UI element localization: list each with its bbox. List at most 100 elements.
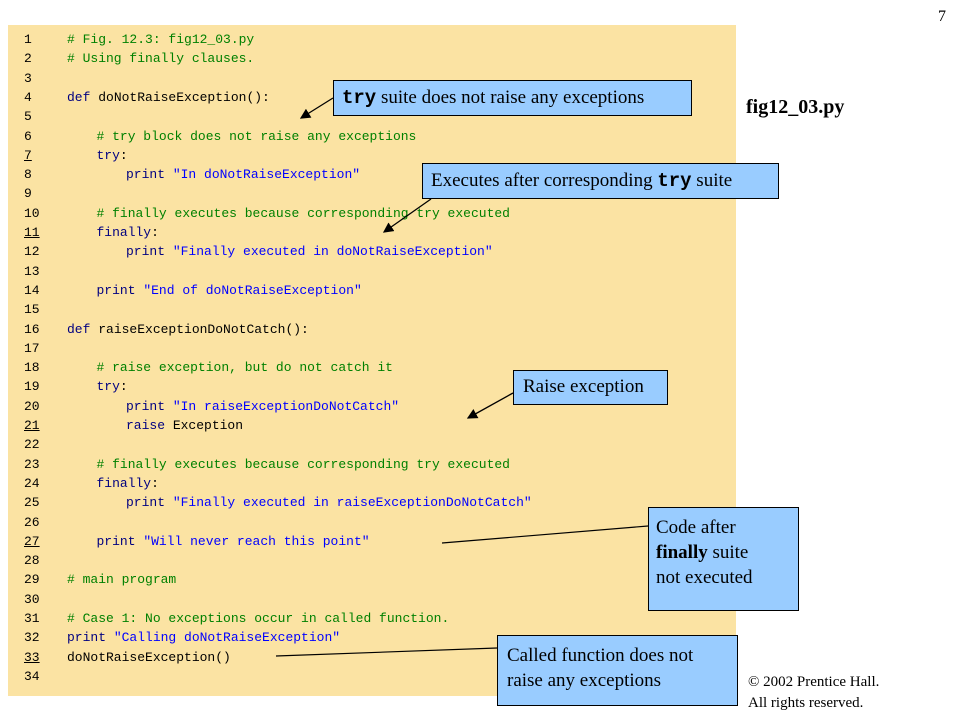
callout-called-function: Called function does not raise any excep… — [497, 635, 738, 706]
code-token: "In raiseExceptionDoNotCatch" — [172, 398, 400, 414]
line-number: 6 — [24, 128, 32, 144]
line-number: 29 — [24, 572, 40, 588]
arrow-called-function — [275, 647, 498, 657]
callout-code-after-line1: Code after — [656, 517, 736, 538]
callout-called-function-line2: raise any exceptions — [507, 670, 662, 691]
callout-try-suite-text: suite does not raise any exceptions — [376, 87, 645, 108]
code-token: def — [67, 321, 99, 337]
code-token: print — [96, 533, 144, 549]
callout-try-keyword: try — [342, 87, 377, 109]
line-number: 14 — [24, 282, 40, 298]
code-line: print "Will never reach this point" — [97, 534, 370, 550]
copyright-notice: © 2002 Prentice Hall. All rights reserve… — [748, 672, 879, 714]
code-line: try: — [97, 148, 128, 164]
code-token: : — [151, 225, 159, 240]
code-token: "Finally executed in raiseExceptionDoNot… — [172, 495, 532, 511]
code-token: # raise exception, but do not catch it — [96, 360, 393, 376]
line-number: 1 — [24, 32, 32, 47]
code-line: # try block does not raise any exception… — [97, 129, 417, 145]
code-token: # finally executes because corresponding… — [96, 456, 510, 472]
code-token: try — [96, 147, 120, 163]
code-token: : — [151, 475, 159, 491]
code-line: print "In raiseExceptionDoNotCatch" — [126, 399, 399, 415]
callout-code-after-finally: Code after finally suite not executed — [648, 507, 799, 611]
code-token: # finally executes because corresponding… — [96, 205, 510, 221]
arrow-try-suite — [299, 97, 334, 119]
copyright-line1: © 2002 Prentice Hall. — [748, 674, 880, 690]
callout-raise-exception: Raise exception — [513, 370, 668, 405]
code-token: finally — [96, 475, 152, 491]
line-number: 5 — [24, 109, 32, 125]
line-number: 27 — [24, 533, 40, 549]
line-number: 12 — [24, 244, 40, 260]
callout-executes-after-keyword: try — [657, 170, 692, 192]
code-line: doNotRaiseException() — [67, 650, 231, 666]
line-number: 3 — [24, 70, 32, 86]
code-line: print "In doNotRaiseException" — [126, 167, 360, 183]
line-number: 24 — [24, 475, 40, 491]
line-number: 7 — [24, 147, 32, 163]
callout-finally-keyword: finally — [656, 542, 708, 563]
code-line: try: — [97, 379, 128, 395]
code-token: Exception — [172, 418, 244, 433]
code-line: def doNotRaiseException(): — [67, 90, 270, 106]
line-number: 34 — [24, 668, 40, 684]
code-token: print — [126, 398, 173, 414]
code-line: # main program — [67, 572, 176, 588]
code-token: : — [119, 147, 128, 163]
copyright-line2: All rights reserved. — [748, 695, 864, 711]
line-number: 30 — [24, 591, 40, 607]
line-number: 28 — [24, 553, 40, 569]
code-token: print — [96, 282, 144, 298]
arrow-raise-exception — [466, 392, 514, 419]
code-token: def — [67, 89, 99, 105]
code-token: "Will never reach this point" — [143, 533, 370, 549]
line-number: 26 — [24, 514, 40, 530]
line-number: 16 — [24, 321, 40, 337]
line-number: 25 — [24, 495, 40, 511]
line-number: 18 — [24, 360, 40, 376]
line-number: 22 — [24, 437, 40, 453]
code-token: raiseExceptionDoNotCatch(): — [98, 321, 309, 337]
arrow-code-after-finally — [441, 525, 649, 544]
callout-executes-after: Executes after corresponding try suite — [422, 163, 779, 199]
code-line: print "Finally executed in raiseExceptio… — [126, 495, 532, 511]
code-token: print — [126, 244, 173, 260]
code-token: "In doNotRaiseException" — [172, 167, 361, 183]
line-number: 9 — [24, 186, 32, 202]
code-token: raise — [126, 418, 173, 433]
code-line: # Using finally clauses. — [67, 51, 254, 67]
callout-code-after-line3: not executed — [656, 567, 753, 588]
code-token: print — [67, 630, 114, 646]
code-token: # Case 1: No exceptions occur in called … — [67, 611, 450, 626]
code-line: # finally executes because corresponding… — [97, 206, 510, 222]
line-number: 2 — [24, 51, 32, 67]
callout-executes-after-text: Executes after corresponding — [431, 170, 658, 191]
slide-number: 7 — [938, 8, 946, 25]
callout-try-suite: try suite does not raise any exceptions — [333, 80, 692, 116]
line-number: 11 — [24, 225, 40, 240]
line-number: 32 — [24, 630, 40, 646]
line-number: 21 — [24, 418, 40, 433]
code-line: finally: — [97, 225, 159, 241]
code-line: finally: — [97, 476, 159, 492]
code-token: doNotRaiseException(): — [98, 89, 270, 105]
code-line: # finally executes because corresponding… — [97, 457, 510, 473]
code-line: print "End of doNotRaiseException" — [97, 283, 362, 299]
file-name-label: fig12_03.py — [746, 96, 845, 118]
code-line: print "Calling doNotRaiseException" — [67, 630, 340, 646]
code-line: print "Finally executed in doNotRaiseExc… — [126, 244, 493, 260]
code-token: "End of doNotRaiseException" — [143, 282, 362, 298]
line-number: 10 — [24, 205, 40, 221]
code-line: # Case 1: No exceptions occur in called … — [67, 611, 449, 627]
code-line: raise Exception — [126, 418, 243, 434]
line-number: 19 — [24, 379, 40, 395]
code-token: doNotRaiseException() — [67, 649, 231, 665]
callout-executes-after-text2: suite — [691, 170, 733, 191]
line-number: 15 — [24, 302, 40, 318]
line-number: 13 — [24, 263, 40, 279]
line-number: 33 — [24, 649, 40, 665]
line-number: 4 — [24, 89, 32, 105]
line-number: 8 — [24, 167, 32, 183]
